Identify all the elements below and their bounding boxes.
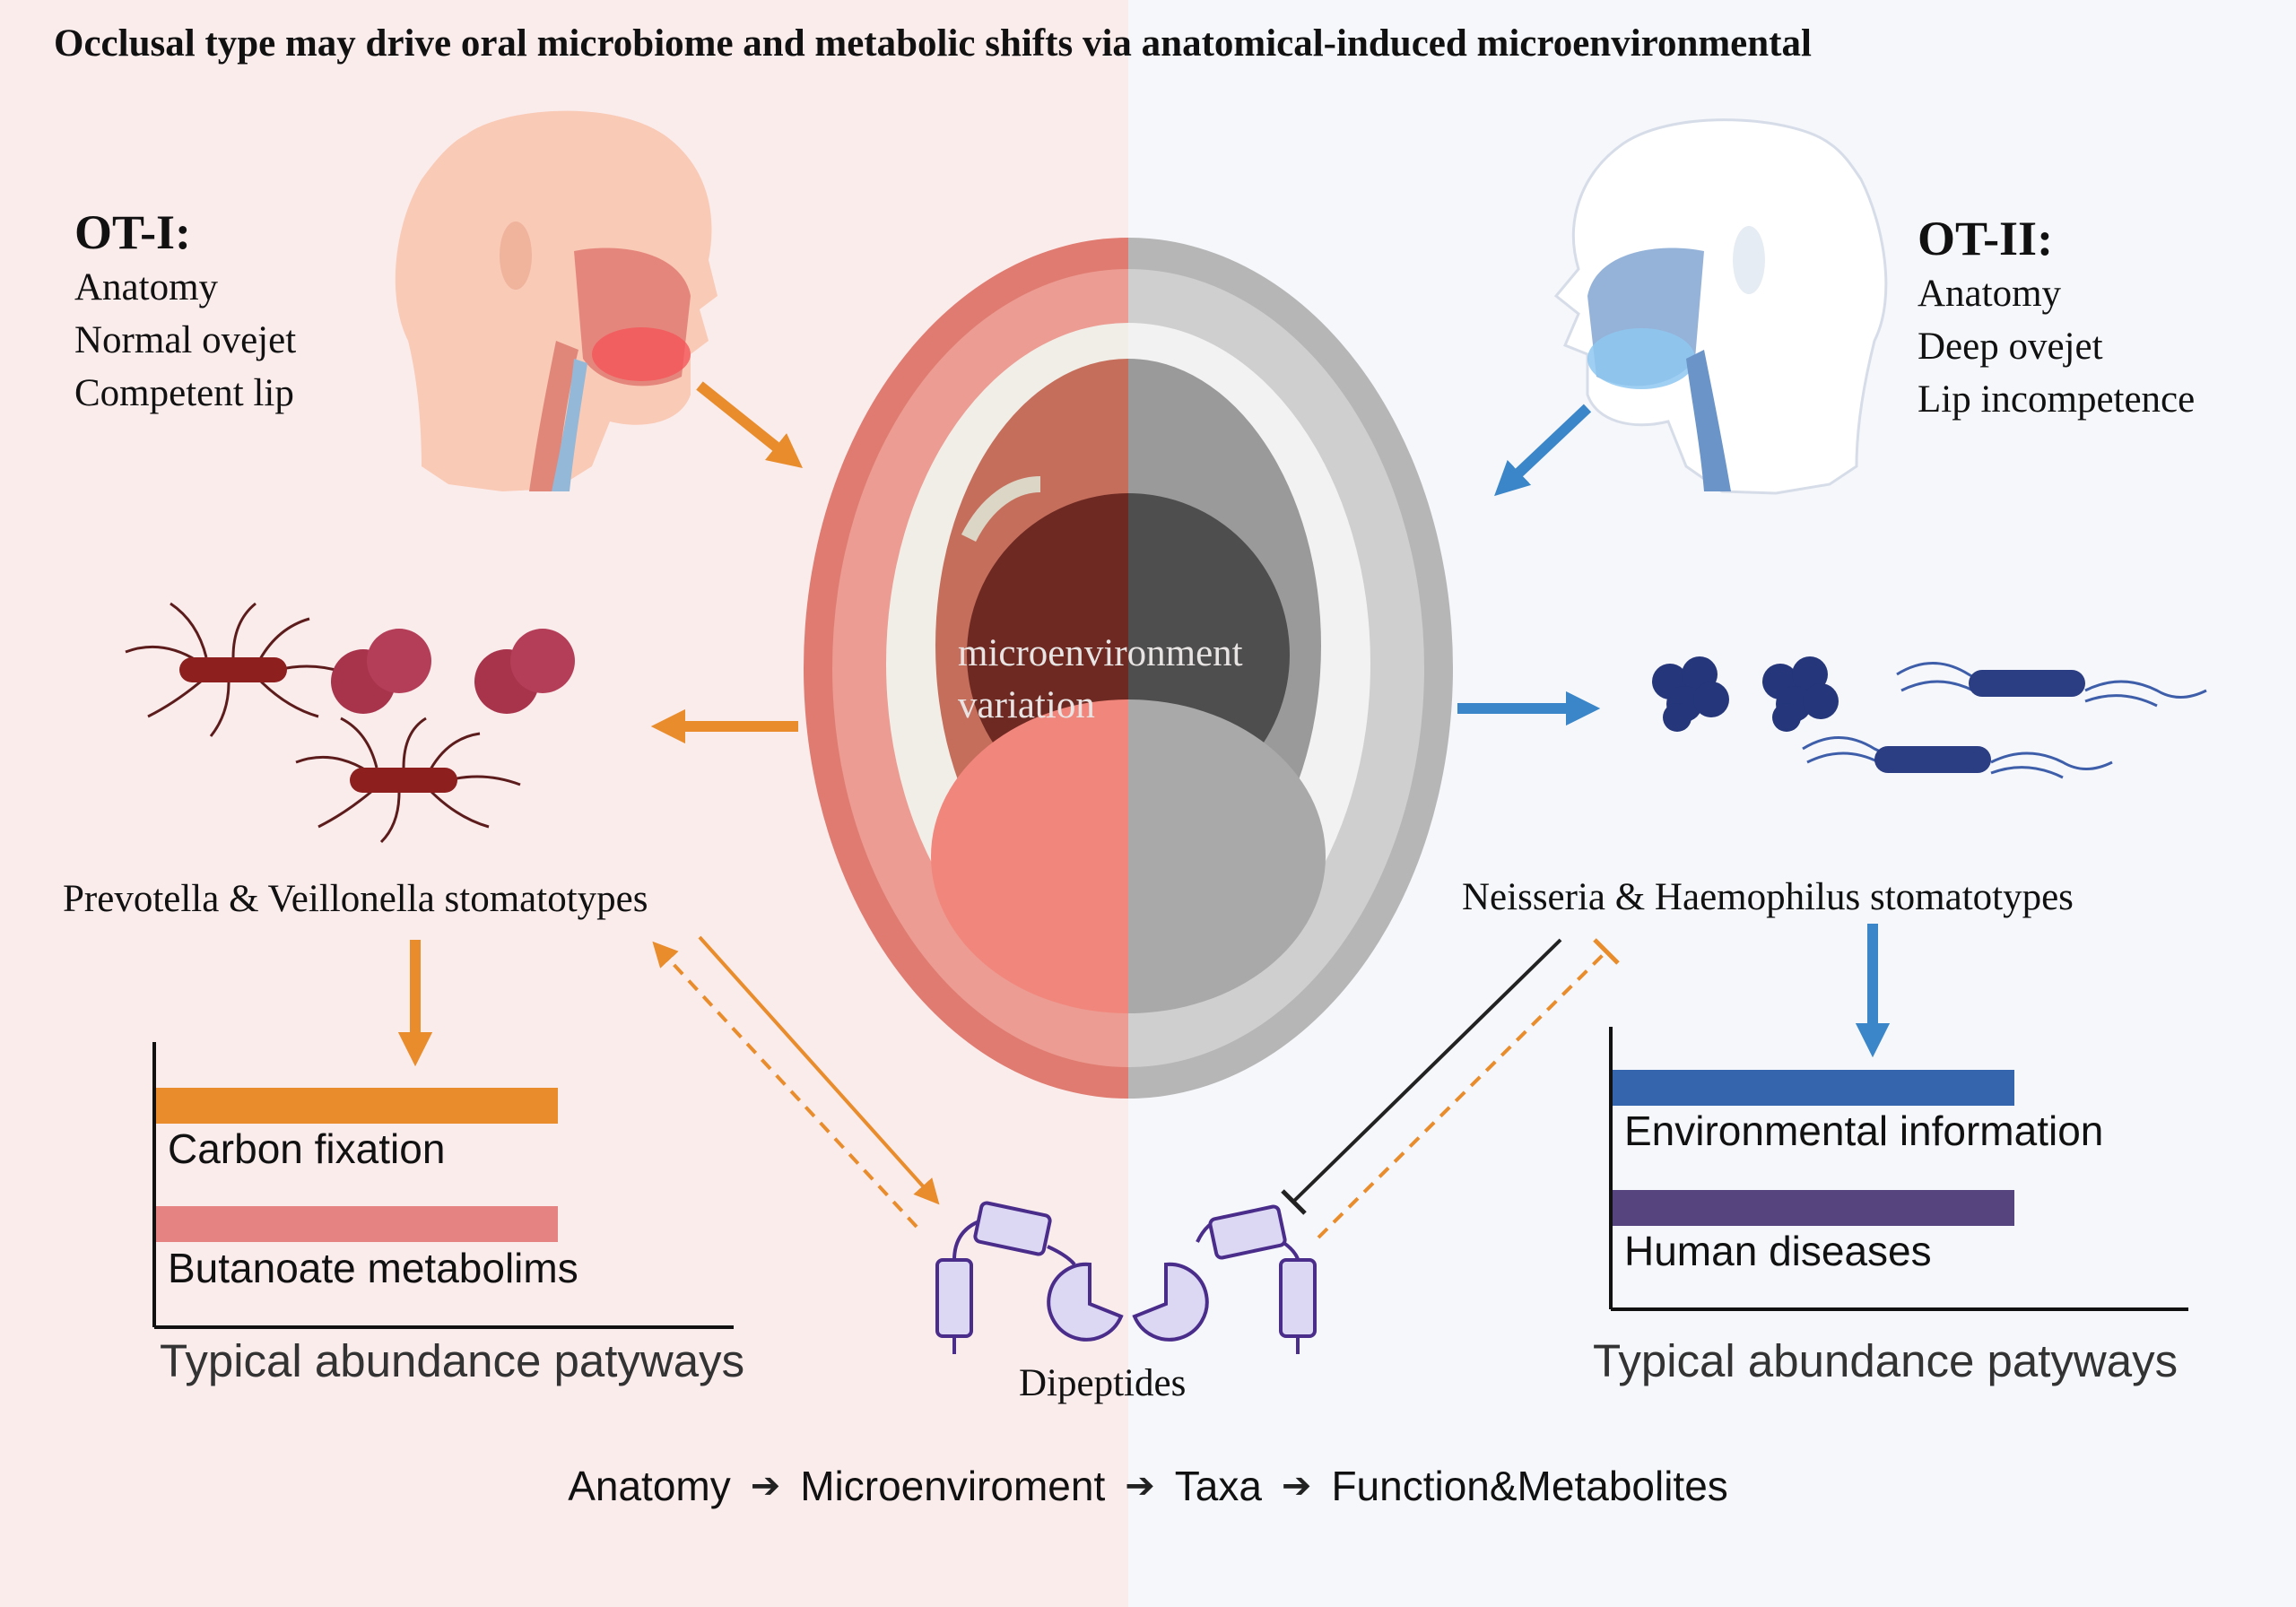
coccus-bacterium-icon-right-1 — [1652, 656, 1729, 732]
ot2-line-lip: Lip incompetence — [1918, 378, 2196, 421]
dipeptides-label: Dipeptides — [1019, 1362, 1187, 1404]
micro-line-1: microenvironment — [958, 632, 1243, 674]
rod-bacterium-icon-right-1 — [1896, 662, 2207, 708]
dipeptide-icon — [935, 1201, 1317, 1354]
ot2-line-anatomy: Anatomy — [1918, 273, 2062, 315]
right-pathway-axes — [1609, 1027, 2188, 1311]
flow-step-taxa: Taxa — [1174, 1463, 1262, 1509]
left-stomatotypes: Prevotella & Veillonella stomatotypes — [63, 878, 648, 920]
coccus-bacterium-icon-right-2 — [1762, 656, 1839, 732]
flow-arrow-icon-2: ➔ — [1125, 1466, 1155, 1506]
flow-arrow-icon-3: ➔ — [1281, 1466, 1312, 1506]
ot1-line-anatomy: Anatomy — [74, 266, 219, 308]
left-axis-title: Typical abundance patyways — [160, 1335, 745, 1386]
rod-bacterium-icon-left-1 — [125, 602, 351, 737]
coccus-bacterium-icon-left-1 — [331, 629, 431, 714]
flow-step-microenvironment: Microenviroment — [800, 1463, 1106, 1509]
head-profile-icon-right — [1553, 118, 1888, 495]
coccus-bacterium-icon-left-2 — [474, 629, 575, 714]
right-bar-label-environmental: Environmental information — [1624, 1108, 2104, 1154]
inhibit-bar-black — [1281, 1189, 1307, 1215]
flow-step-anatomy: Anatomy — [568, 1463, 731, 1509]
inhibit-right-stomatotype-dipeptides — [1292, 938, 1562, 1203]
open-mouth-icon-grey — [1128, 238, 1453, 1099]
diagram-title: Occlusal type may drive oral microbiome … — [54, 22, 1812, 65]
ot2-label: OT-II: — [1918, 212, 2054, 265]
flow-step-function: Function&Metabolites — [1331, 1463, 1728, 1509]
right-bar-label-human: Human diseases — [1624, 1228, 1932, 1274]
right-bar-environmental — [1613, 1070, 2014, 1106]
inhibit-dipeptides-right-dashed — [1317, 949, 1609, 1239]
left-bar-label-butanoate: Butanoate metabolims — [168, 1245, 578, 1291]
ot2-line-overjet: Deep ovejet — [1918, 326, 2103, 368]
flow-arrow-icon-1: ➔ — [750, 1466, 781, 1506]
right-stomatotypes: Neisseria & Haemophilus stomatotypes — [1462, 876, 2074, 918]
arrow-left-stomatotype-to-dipeptides — [698, 935, 940, 1205]
ot1-label: OT-I: — [74, 205, 192, 259]
left-bar-butanoate — [156, 1206, 558, 1242]
rod-bacterium-icon-left-2 — [295, 717, 521, 844]
right-bar-human-diseases — [1613, 1190, 2014, 1226]
arrow-ot2-to-mouth — [1494, 404, 1592, 497]
right-axis-title: Typical abundance patyways — [1593, 1335, 2179, 1386]
head-profile-icon-left — [395, 110, 718, 492]
micro-line-2: variation — [958, 684, 1095, 726]
rod-bacterium-icon-right-2 — [1802, 736, 2113, 779]
ot1-line-lip: Competent lip — [74, 372, 294, 414]
ot1-line-overjet: Normal ovejet — [74, 319, 297, 361]
left-bar-carbon-fixation — [156, 1088, 558, 1124]
flow-chain: Anatomy ➔ Microenviroment ➔ Taxa ➔ Funct… — [0, 1462, 2296, 1510]
left-pathway-axes — [152, 1042, 734, 1329]
open-mouth-icon — [804, 238, 1128, 1099]
left-bar-label-carbon: Carbon fixation — [168, 1125, 446, 1172]
inhibit-bar-orange — [1593, 938, 1620, 965]
arrow-ot1-to-mouth — [696, 381, 803, 468]
